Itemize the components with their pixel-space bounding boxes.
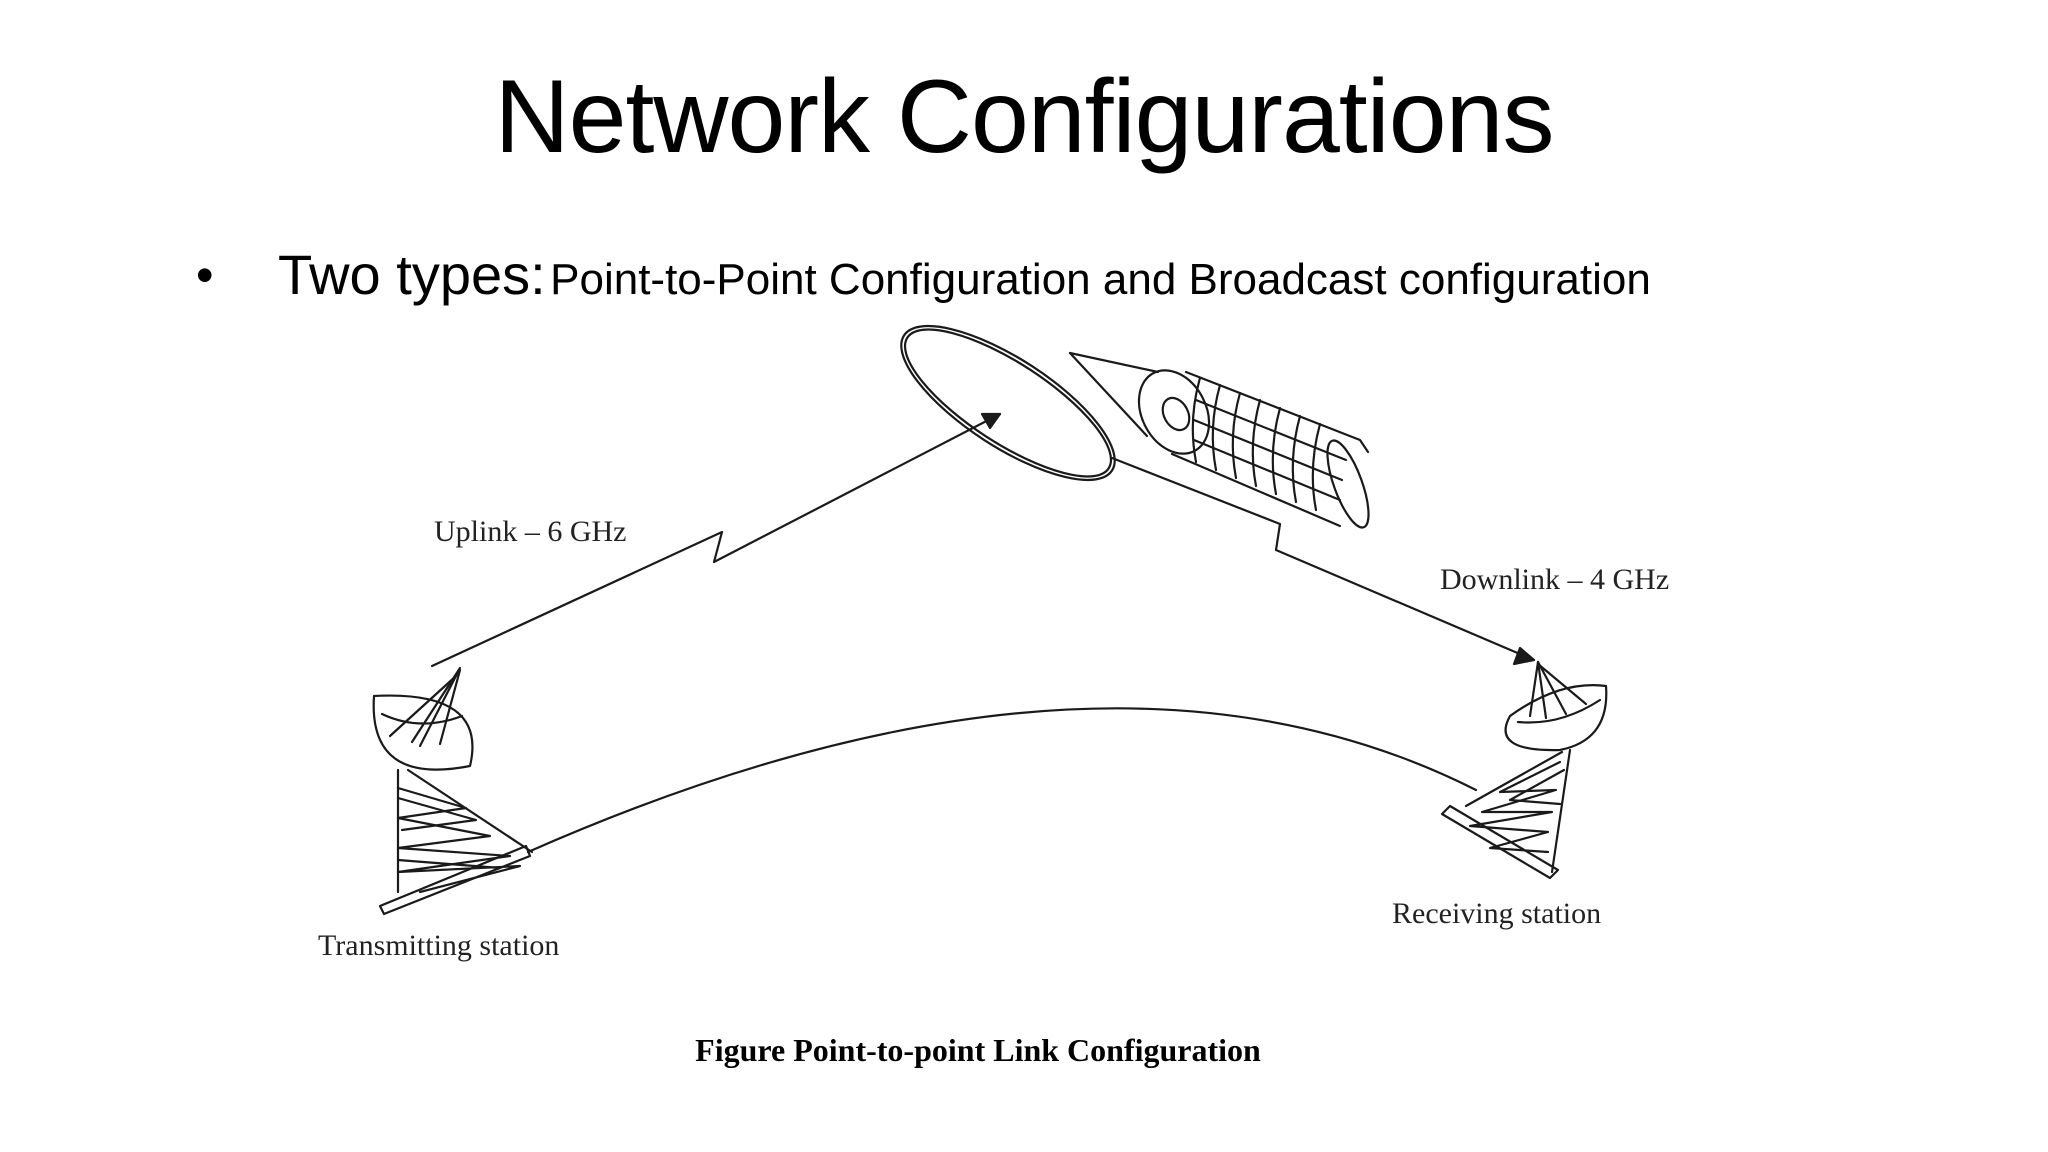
terrestrial-link-arc [526, 707, 1478, 854]
downlink-label: Downlink – 4 GHz [1440, 563, 1670, 596]
bullet-lead-text: Two types: [278, 243, 546, 306]
bullet-rest-text: Point-to-Point Configuration and Broadca… [550, 255, 1651, 304]
uplink-signal-path [430, 412, 1002, 668]
downlink-signal-path [1110, 456, 1536, 666]
receiving-tower [1440, 748, 1572, 880]
uplink-label: Uplink – 6 GHz [434, 515, 627, 548]
receiving-dish [1504, 660, 1608, 752]
receiving-station-label: Receiving station [1392, 897, 1602, 930]
satellite-dish-reflector [900, 324, 1116, 482]
satellite-body [1068, 351, 1370, 529]
transmitting-dish [372, 666, 474, 771]
transmitting-station-label: Transmitting station [318, 929, 560, 962]
bullet-marker: • [196, 247, 214, 303]
transmitting-tower [378, 768, 534, 916]
bullet-text: Two types: Point-to-Point Configuration … [278, 240, 1651, 325]
slide-title: Network Configurations [494, 59, 1555, 175]
figure-caption: Figure Point-to-point Link Configuration [695, 1032, 1261, 1068]
